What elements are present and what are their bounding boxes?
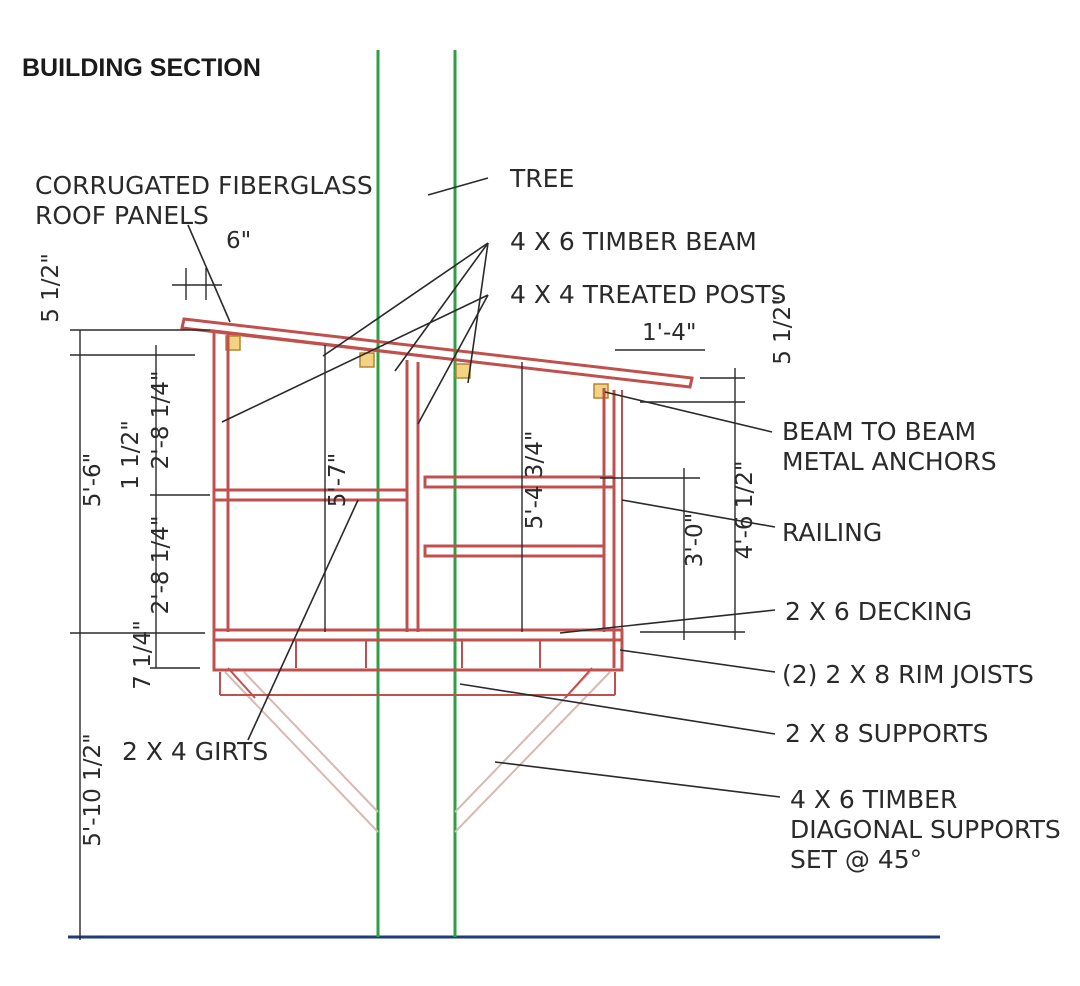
label-rim-joists: (2) 2 X 8 RIM JOISTS: [782, 660, 1034, 689]
label-diagonal-line1: 4 X 6 TIMBER: [790, 785, 957, 814]
dim-post-height-left: 5'-7": [325, 453, 351, 507]
dim-platform-height: 5'-10 1/2": [80, 733, 106, 846]
diagonal-supports: [224, 667, 611, 833]
beam-block-3: [455, 363, 471, 379]
deck-platform: [212, 628, 624, 696]
dim-roof-thickness-left: 5 1/2": [38, 253, 64, 323]
label-decking: 2 X 6 DECKING: [785, 597, 972, 626]
dim-post-height-right: 5'-4 3/4": [522, 431, 548, 530]
drawing-title: BUILDING SECTION: [22, 54, 261, 82]
label-roof-panels-line1: CORRUGATED FIBERGLASS: [35, 171, 373, 200]
dim-overhang-right: 1'-4": [642, 320, 696, 346]
dim-girt-thickness: 1 1/2": [118, 420, 144, 490]
label-timber-beam: 4 X 6 TIMBER BEAM: [510, 227, 757, 256]
label-anchors-line2: METAL ANCHORS: [782, 447, 997, 476]
dim-overhang-left: 6": [226, 228, 251, 254]
dim-right-wall-height: 4'-6 1/2": [732, 461, 758, 560]
label-girts: 2 X 4 GIRTS: [122, 737, 268, 766]
girts: [212, 475, 616, 558]
roof: [180, 317, 694, 399]
label-diagonal-line3: SET @ 45°: [790, 845, 922, 874]
dim-wall-height: 5'-6": [80, 453, 106, 507]
dim-deck-depth: 7 1/4": [130, 620, 156, 690]
beam-block-4: [593, 383, 609, 399]
dim-upper-girt: 2'-8 1/4": [148, 371, 174, 470]
dim-lower-girt: 2'-8 1/4": [148, 516, 174, 615]
label-supports: 2 X 8 SUPPORTS: [785, 719, 988, 748]
dimension-lines: [70, 268, 745, 940]
label-diagonal-line2: DIAGONAL SUPPORTS: [790, 815, 1061, 844]
dim-railing-height: 3'-0": [682, 513, 708, 567]
label-roof-panels-line2: ROOF PANELS: [35, 201, 209, 230]
label-anchors-line1: BEAM TO BEAM: [782, 417, 976, 446]
label-railing: RAILING: [782, 518, 882, 547]
tree-trunk: [376, 50, 457, 937]
leader-lines: [187, 177, 781, 798]
label-treated-posts: 4 X 4 TREATED POSTS: [510, 280, 786, 309]
label-tree: TREE: [509, 164, 574, 193]
dim-roof-thickness-right: 5 1/2": [770, 295, 796, 365]
